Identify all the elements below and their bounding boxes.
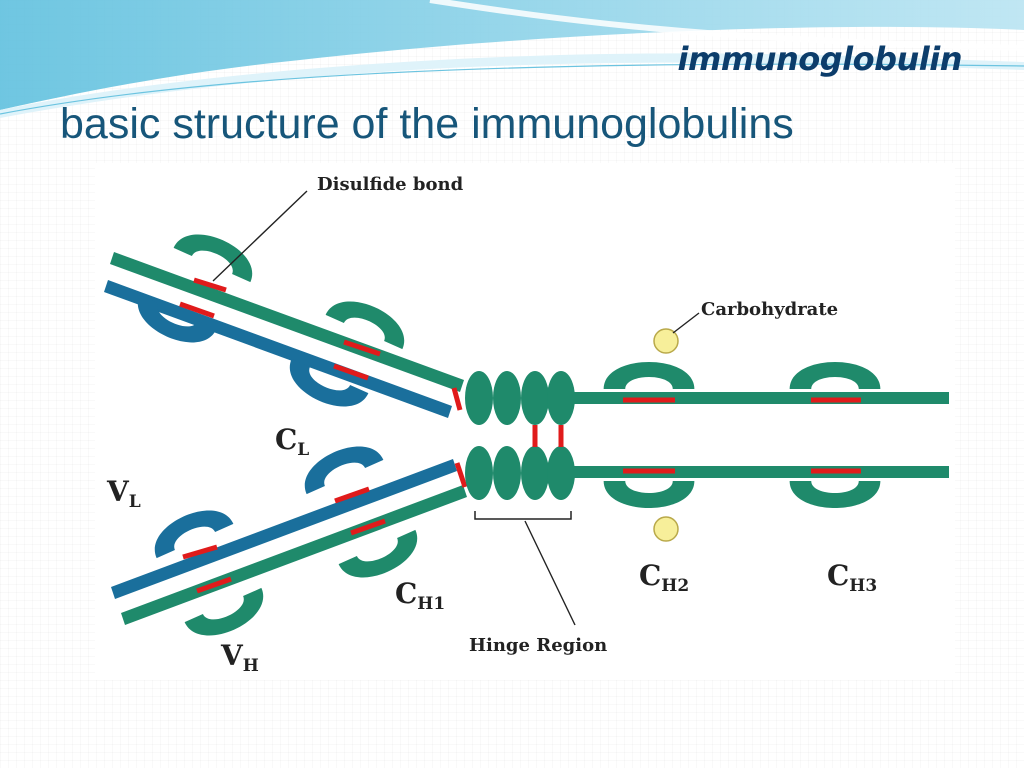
slide-title: basic structure of the immunoglobulins xyxy=(60,100,794,148)
upper-ch2-domain xyxy=(603,362,695,389)
label-carbohydrate: Carbohydrate xyxy=(701,299,838,320)
label-ch2: CH2 xyxy=(639,559,689,596)
label-ch3: CH3 xyxy=(827,559,877,596)
carbohydrate-lower xyxy=(653,516,679,542)
brand-title: immunoglobulin xyxy=(677,40,963,78)
lower-fab-arm xyxy=(111,435,468,647)
lower-ch2-domain xyxy=(603,481,695,508)
label-vl: VL xyxy=(106,475,141,512)
hinge-leader xyxy=(524,520,576,626)
upper-hl-disulfide xyxy=(451,387,463,411)
label-hinge-region: Hinge Region xyxy=(469,635,607,656)
label-vh: VH xyxy=(220,639,259,676)
hinge-region xyxy=(465,371,575,500)
label-ch1: CH1 xyxy=(395,577,445,614)
upper-vh-domain xyxy=(173,223,262,283)
fc-region xyxy=(573,328,949,542)
antibody-diagram-svg: Disulfide bond Carbohydrate Hinge Region… xyxy=(104,174,949,676)
upper-ch3-domain xyxy=(789,362,881,389)
disulfide-leader xyxy=(212,190,308,282)
carbohydrate-upper xyxy=(653,328,679,354)
carbohydrate-leader xyxy=(672,312,700,334)
label-disulfide-bond: Disulfide bond xyxy=(317,174,464,195)
hinge-bracket xyxy=(474,511,572,520)
lower-light-chain xyxy=(111,459,457,599)
lower-ch3-domain xyxy=(789,481,881,508)
upper-light-chain xyxy=(104,280,452,418)
lower-hl-disulfide xyxy=(454,462,468,488)
header-swoosh xyxy=(0,0,1024,118)
label-cl: CL xyxy=(275,423,309,460)
antibody-diagram: Disulfide bond Carbohydrate Hinge Region… xyxy=(95,163,955,680)
upper-heavy-chain xyxy=(110,252,464,392)
upper-fab-arm xyxy=(104,223,464,418)
